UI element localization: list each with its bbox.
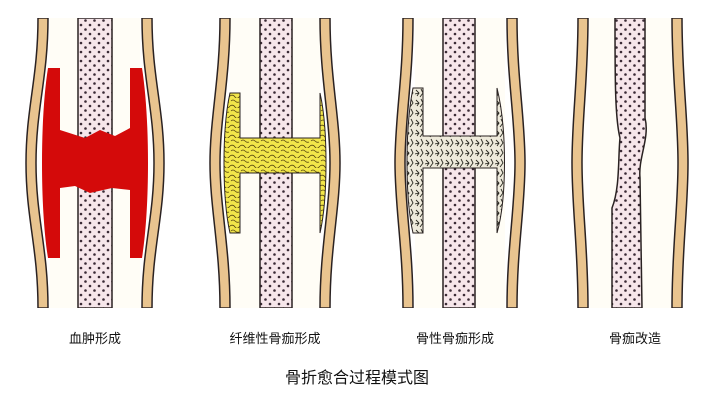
diagram-title: 骨折愈合过程模式图 [284, 368, 429, 387]
stage-label-remodeling: 骨痂改造 [608, 332, 661, 347]
fibrous-callus-diagram [209, 18, 341, 308]
stage-panel-remodeling [560, 18, 710, 308]
stage-label-hematoma: 血肿形成 [68, 332, 121, 347]
hematoma-diagram [25, 18, 165, 308]
stage-panel-bony-callus [385, 18, 535, 308]
stage-label-fibrous-callus: 纤维性骨痂形成 [229, 332, 321, 347]
remodeling-diagram [571, 18, 689, 308]
stage-panel-hematoma [20, 18, 170, 308]
stage-panel-fibrous-callus [200, 18, 350, 308]
stage-label-bony-callus: 骨性骨痂形成 [415, 332, 494, 347]
bony-callus-diagram [394, 18, 526, 308]
